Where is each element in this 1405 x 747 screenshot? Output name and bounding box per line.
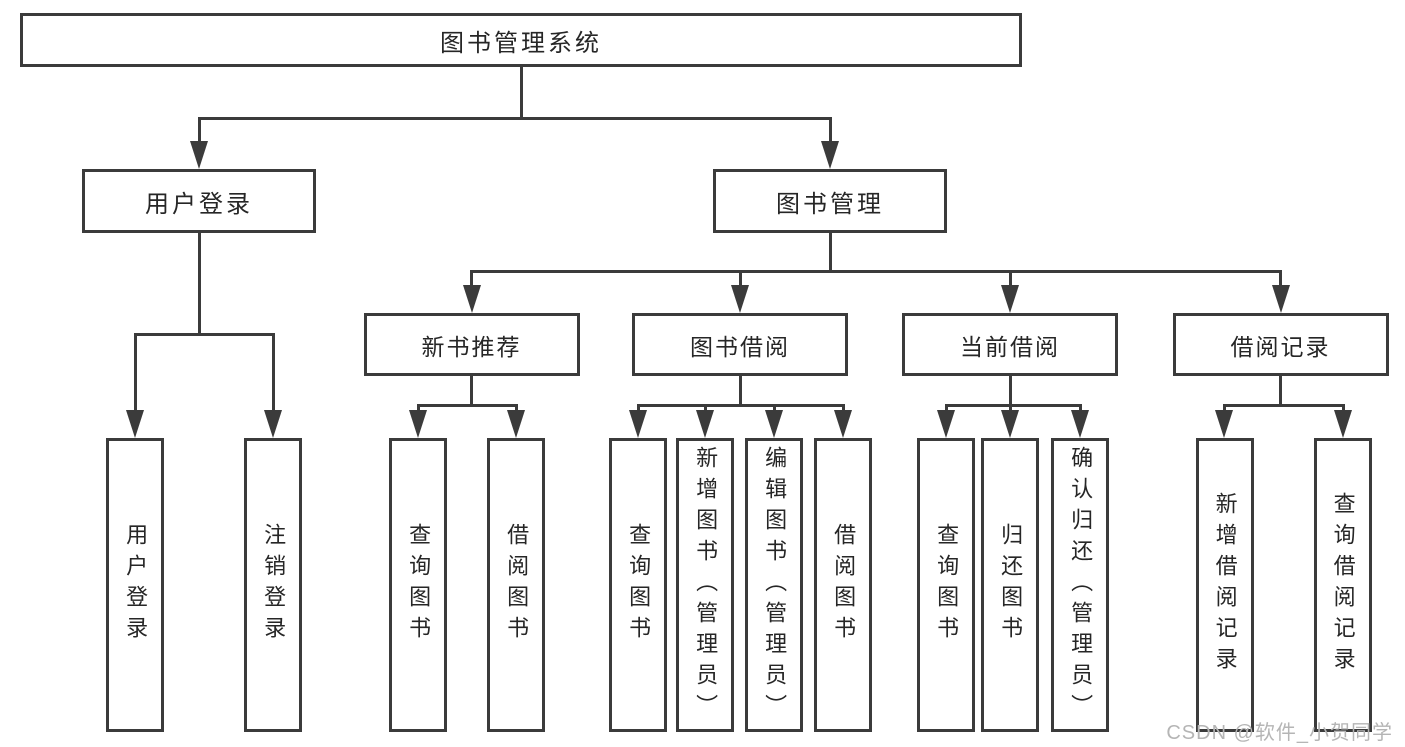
connector-line: [841, 404, 845, 412]
node-label: 当前借阅: [960, 333, 1060, 360]
connector-line: [470, 270, 473, 287]
node-label: 查询借阅记录: [1330, 492, 1356, 678]
connector-line: [197, 117, 832, 120]
connector-line: [1008, 404, 1012, 412]
node-label: 查询图书: [934, 523, 960, 647]
connector-line: [738, 376, 742, 407]
node-user-login: 用户登录: [82, 169, 316, 233]
node-label: 借阅图书: [831, 523, 857, 647]
connector-arrowhead: [834, 410, 852, 438]
node-borrowing-records: 借阅记录: [1172, 313, 1389, 376]
node-label: 确认归还（管理员）: [1068, 445, 1094, 725]
connector-arrowhead: [264, 410, 282, 438]
node-label: 用户登录: [145, 190, 253, 218]
leaf-confirm-return-admin: 确认归还（管理员）: [1051, 438, 1109, 732]
connector-line: [514, 404, 518, 412]
connector-arrowhead: [765, 410, 783, 438]
connector-line: [636, 404, 640, 412]
node-label: 编辑图书（管理员）: [762, 445, 788, 725]
connector-arrowhead: [821, 141, 839, 169]
connector-arrowhead: [1215, 410, 1233, 438]
connector-line: [828, 117, 832, 144]
connector-line: [944, 404, 1082, 407]
node-label: 查询图书: [626, 523, 652, 647]
connector-line: [1341, 404, 1345, 412]
node-label: 新增借阅记录: [1212, 492, 1238, 678]
node-new-book-recommendation: 新书推荐: [363, 313, 580, 376]
leaf-query-books-recommendation: 查询图书: [389, 438, 447, 732]
connector-arrowhead: [937, 410, 955, 438]
node-label: 新书推荐: [421, 333, 522, 360]
node-label: 查询图书: [406, 523, 432, 647]
connector-arrowhead: [409, 410, 427, 438]
leaf-edit-books-admin: 编辑图书（管理员）: [745, 438, 803, 732]
node-book-borrowing: 图书借阅: [632, 313, 848, 376]
connector-arrowhead: [126, 410, 144, 438]
connector-line: [133, 333, 275, 336]
connector-arrowhead: [1271, 285, 1290, 313]
node-label: 归还图书: [998, 523, 1024, 647]
connector-line: [197, 233, 201, 336]
connector-arrowhead: [731, 285, 749, 313]
node-root: 图书管理系统: [20, 13, 1022, 67]
connector-line: [828, 233, 832, 273]
connector-line: [1279, 376, 1282, 407]
leaf-add-books-admin: 新增图书（管理员）: [676, 438, 734, 732]
leaf-user-login: 用户登录: [106, 438, 164, 732]
node-label: 图书借阅: [690, 333, 790, 360]
connector-line: [197, 117, 201, 144]
node-book-management: 图书管理: [713, 169, 947, 233]
node-label: 借阅记录: [1230, 333, 1331, 360]
connector-line: [271, 333, 275, 412]
leaf-borrow-books-recommendation: 借阅图书: [487, 438, 545, 732]
connector-line: [470, 376, 473, 407]
leaf-logout: 注销登录: [244, 438, 302, 732]
connector-line: [519, 67, 523, 120]
leaf-add-borrowing-record: 新增借阅记录: [1195, 438, 1254, 732]
connector-arrowhead: [1001, 285, 1019, 313]
connector-line: [944, 404, 948, 412]
leaf-query-borrowing-record: 查询借阅记录: [1313, 438, 1372, 732]
connector-line: [772, 404, 776, 412]
connector-arrowhead: [1071, 410, 1089, 438]
connector-line: [636, 404, 845, 407]
connector-line: [1008, 376, 1012, 407]
connector-arrowhead: [1001, 410, 1019, 438]
connector-arrowhead: [190, 141, 208, 169]
connector-line: [1008, 270, 1012, 287]
connector-line: [416, 404, 518, 407]
node-label: 图书管理: [776, 190, 884, 218]
node-label: 借阅图书: [504, 523, 530, 647]
leaf-query-books-borrowing: 查询图书: [609, 438, 667, 732]
leaf-query-books-current: 查询图书: [917, 438, 975, 732]
connector-line: [738, 270, 742, 287]
connector-arrowhead: [1334, 410, 1352, 438]
connector-line: [416, 404, 420, 412]
leaf-return-books: 归还图书: [981, 438, 1039, 732]
connector-line: [1222, 404, 1226, 412]
node-label: 注销登录: [261, 523, 287, 647]
watermark: CSDN @软件_小贺同学: [1166, 722, 1393, 744]
node-label: 新增图书（管理员）: [693, 445, 719, 725]
connector-line: [703, 404, 707, 412]
connector-line: [470, 270, 1282, 273]
node-label: 用户登录: [123, 523, 149, 647]
leaf-borrow-books: 借阅图书: [814, 438, 872, 732]
connector-line: [1222, 404, 1345, 407]
connector-arrowhead: [696, 410, 714, 438]
connector-arrowhead: [462, 285, 481, 313]
connector-line: [1279, 270, 1282, 287]
connector-arrowhead: [507, 410, 525, 438]
connector-line: [1078, 404, 1082, 412]
node-current-borrowing: 当前借阅: [902, 313, 1118, 376]
connector-line: [133, 333, 137, 412]
node-label: 图书管理系统: [440, 29, 602, 57]
connector-arrowhead: [629, 410, 647, 438]
